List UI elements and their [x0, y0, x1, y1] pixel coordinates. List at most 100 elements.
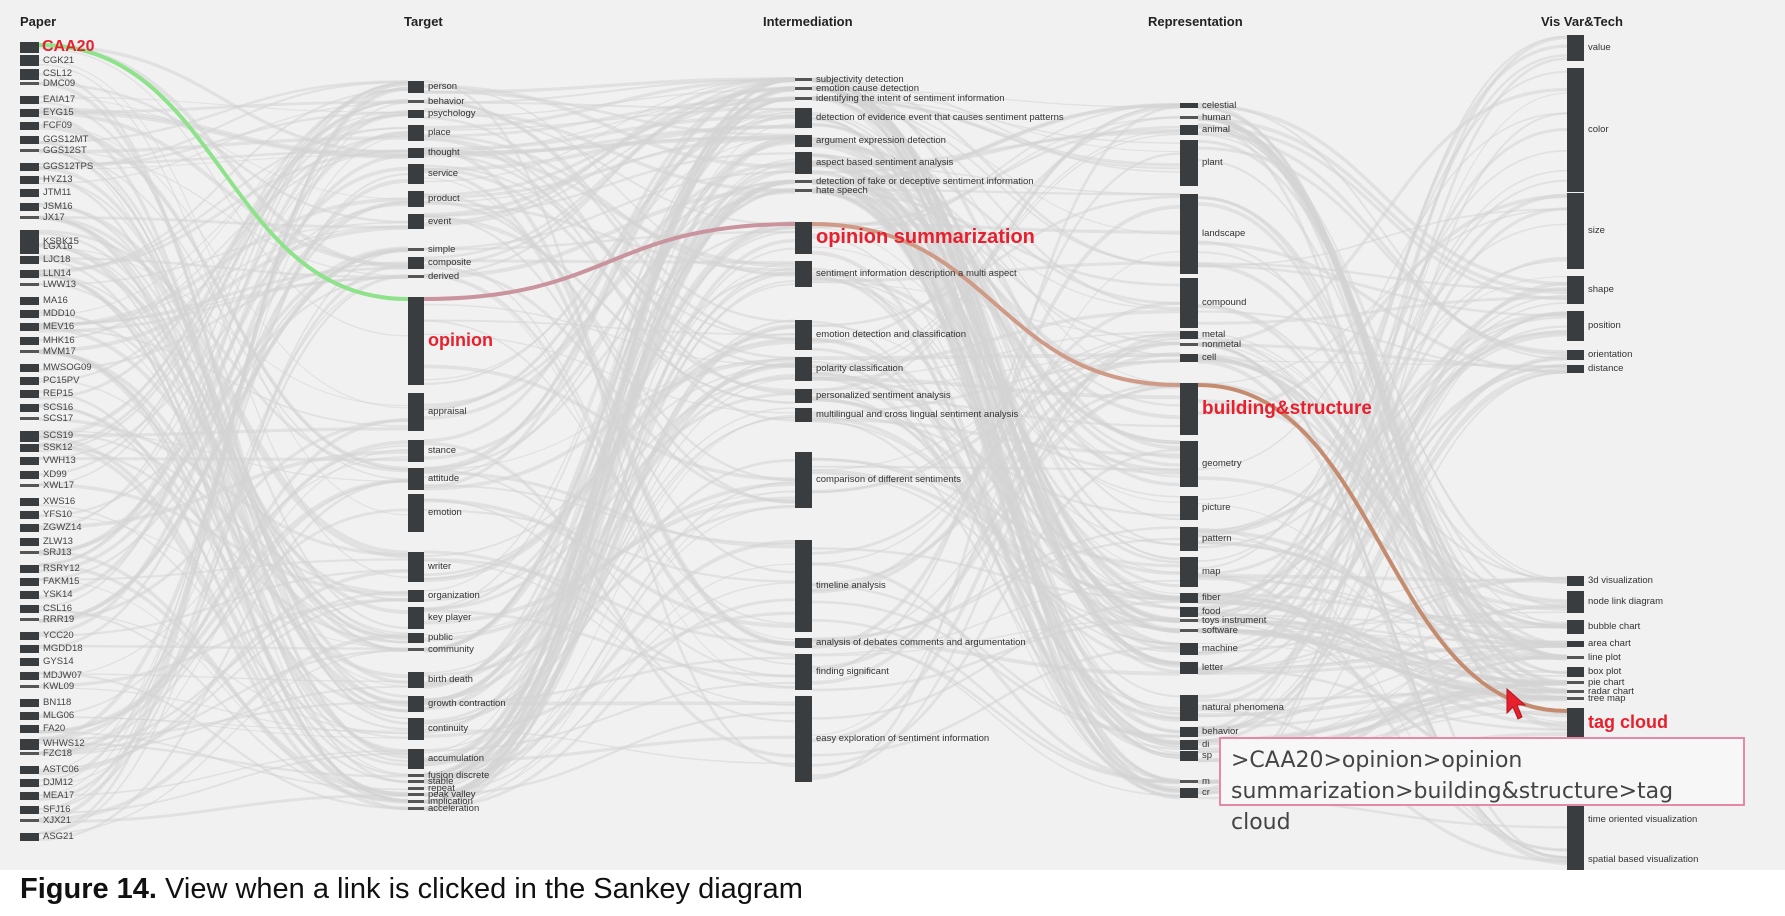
sankey-link[interactable]	[1197, 613, 1568, 677]
node-stance[interactable]	[408, 440, 424, 462]
sankey-link[interactable]	[423, 136, 796, 381]
sankey-link[interactable]	[423, 148, 796, 268]
node-lww13[interactable]	[20, 283, 39, 287]
node-eyg15[interactable]	[20, 109, 39, 117]
node-letter[interactable]	[1180, 662, 1198, 674]
node-simple[interactable]	[408, 248, 424, 251]
node-aspect-based-sentiment-analysis[interactable]	[795, 152, 812, 174]
sankey-link[interactable]	[811, 180, 1181, 311]
node-xws16[interactable]	[20, 497, 39, 506]
node-rsry12[interactable]	[20, 564, 39, 573]
sankey-link[interactable]	[811, 124, 1181, 459]
node-djm12[interactable]	[20, 779, 39, 787]
sankey-link[interactable]	[38, 686, 409, 734]
sankey-link[interactable]	[38, 449, 409, 787]
sankey-link[interactable]	[423, 441, 796, 758]
sankey-link[interactable]	[811, 136, 1181, 467]
node-distance[interactable]	[1567, 365, 1584, 373]
sankey-link[interactable]	[811, 332, 1181, 565]
node-jx17[interactable]	[20, 216, 39, 220]
node-behavior[interactable]	[1180, 727, 1198, 737]
sankey-link[interactable]	[1197, 139, 1568, 609]
node-jsm16[interactable]	[20, 202, 39, 211]
sankey-link[interactable]	[811, 115, 1181, 344]
node-animal[interactable]	[1180, 125, 1198, 135]
sankey-link[interactable]	[423, 356, 796, 778]
node-public[interactable]	[408, 633, 424, 643]
sankey-link[interactable]	[423, 142, 796, 650]
sankey-link[interactable]	[1197, 342, 1568, 685]
sankey-link[interactable]	[38, 442, 409, 811]
sankey-link[interactable]	[811, 133, 1181, 374]
node-xjx21[interactable]	[20, 819, 39, 823]
node-hyz13[interactable]	[20, 176, 39, 184]
sankey-link[interactable]	[38, 440, 409, 742]
node-3d-visualization[interactable]	[1567, 576, 1584, 586]
node-natural-phenomena[interactable]	[1180, 695, 1198, 721]
node-personalized-sentiment-analysis[interactable]	[795, 389, 812, 403]
node-subjectivity-detection[interactable]	[795, 78, 812, 81]
sankey-link[interactable]	[811, 638, 1181, 784]
highlighted-link-3[interactable]	[811, 222, 1181, 387]
node-cgk21[interactable]	[20, 55, 39, 67]
sankey-link[interactable]	[423, 319, 796, 336]
node-cell[interactable]	[1180, 354, 1198, 362]
node-mgdd18[interactable]	[20, 645, 39, 653]
sankey-link[interactable]	[38, 258, 409, 802]
sankey-link[interactable]	[423, 138, 796, 422]
sankey-link[interactable]	[38, 558, 409, 581]
sankey-link[interactable]	[811, 354, 1181, 391]
sankey-link[interactable]	[1197, 44, 1568, 610]
node-food[interactable]	[1180, 607, 1198, 617]
sankey-link[interactable]	[38, 107, 409, 158]
sankey-link[interactable]	[811, 154, 1181, 665]
node-xd99[interactable]	[20, 470, 39, 479]
sankey-link[interactable]	[423, 202, 796, 272]
sankey-link[interactable]	[423, 86, 796, 267]
node-mdd10[interactable]	[20, 310, 39, 318]
node-fzc18[interactable]	[20, 752, 39, 756]
sankey-link[interactable]	[1197, 606, 1568, 671]
sankey-link[interactable]	[38, 111, 409, 169]
node-detection-of-evidence-event-that-causes-sentiment-patterns[interactable]	[795, 108, 812, 128]
node-derived[interactable]	[408, 275, 424, 278]
node-csl16[interactable]	[20, 604, 39, 613]
node-opinion[interactable]	[408, 297, 424, 385]
node-node-link-diagram[interactable]	[1567, 591, 1584, 613]
sankey-link[interactable]	[38, 134, 409, 383]
node-finding-significant[interactable]	[795, 654, 812, 690]
sankey-link[interactable]	[1197, 123, 1568, 658]
sankey-link[interactable]	[38, 633, 409, 822]
sankey-link[interactable]	[423, 135, 796, 204]
sankey-link[interactable]	[811, 195, 1181, 328]
node-map[interactable]	[1180, 557, 1198, 587]
sankey-link[interactable]	[38, 273, 409, 639]
sankey-link[interactable]	[38, 649, 409, 755]
node-scs16[interactable]	[20, 403, 39, 412]
node-geometry[interactable]	[1180, 441, 1198, 487]
sankey-link[interactable]	[38, 47, 409, 337]
node-machine[interactable]	[1180, 643, 1198, 655]
node-value[interactable]	[1567, 35, 1584, 61]
sankey-link[interactable]	[811, 333, 1181, 494]
sankey-link[interactable]	[1197, 117, 1568, 295]
sankey-link[interactable]	[38, 478, 409, 734]
node-timeline-analysis[interactable]	[795, 540, 812, 632]
node-human[interactable]	[1180, 116, 1198, 119]
node-jtm11[interactable]	[20, 189, 39, 198]
node-toys-instrument[interactable]	[1180, 619, 1198, 622]
node-repeat[interactable]	[408, 787, 424, 790]
sankey-link[interactable]	[1197, 264, 1568, 317]
node-psychology[interactable]	[408, 110, 424, 118]
sankey-link[interactable]	[423, 582, 796, 794]
sankey-link[interactable]	[38, 113, 409, 453]
sankey-link[interactable]	[811, 277, 1181, 601]
sankey-link[interactable]	[38, 136, 409, 154]
node-landscape[interactable]	[1180, 194, 1198, 274]
sankey-link[interactable]	[423, 470, 796, 549]
node-key-player[interactable]	[408, 607, 424, 629]
sankey-link[interactable]	[423, 333, 796, 414]
sankey-link[interactable]	[38, 479, 409, 841]
sankey-link[interactable]	[811, 278, 1181, 633]
node-acceleration[interactable]	[408, 807, 424, 810]
